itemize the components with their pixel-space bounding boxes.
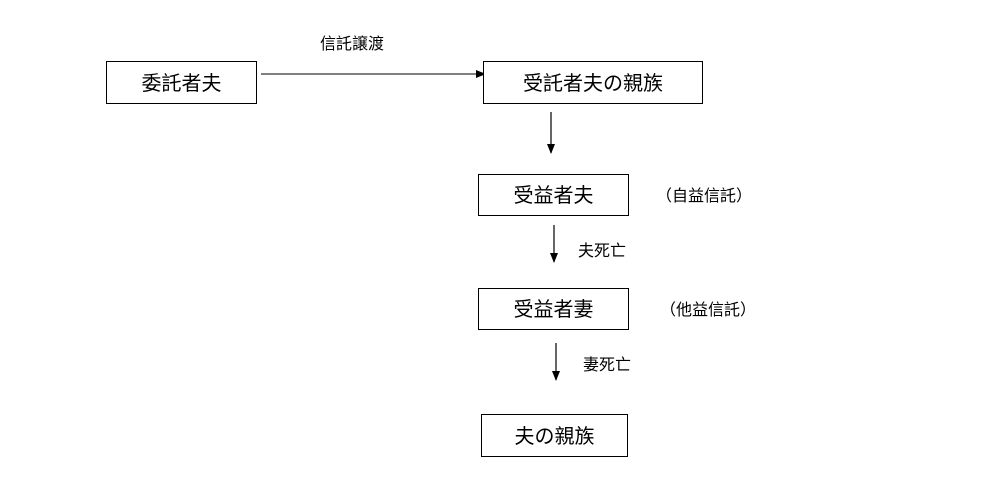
note-other-benefit-trust: （他益信託）	[660, 300, 757, 319]
edge-label-wife-death: 妻死亡	[583, 355, 632, 374]
node-trustee-husbands-relatives: 受託者夫の親族	[483, 61, 703, 104]
node-husbands-relatives: 夫の親族	[481, 414, 628, 457]
node-beneficiary-husband: 受益者夫	[478, 174, 629, 216]
node-beneficiary-wife: 受益者妻	[478, 288, 629, 330]
node-settlor-husband: 委託者夫	[106, 61, 257, 104]
note-self-benefit-trust: （自益信託）	[656, 186, 753, 205]
edge-label-trust-transfer: 信託譲渡	[320, 34, 385, 53]
edge-label-husband-death: 夫死亡	[578, 241, 627, 260]
